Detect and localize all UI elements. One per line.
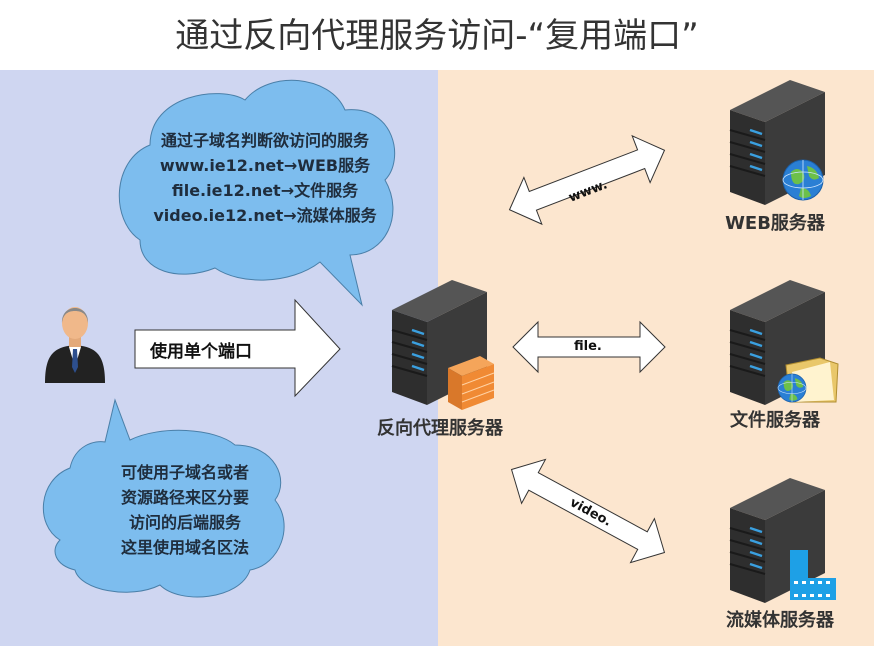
video-link-arrow: [510, 458, 666, 564]
cloud-line: 访问的后端服务: [128, 513, 241, 532]
film-strip-icon: [790, 550, 836, 600]
cloud-line: 资源路径来区分要: [120, 488, 249, 507]
cloud-line: file.ie12.net→文件服务: [171, 181, 359, 200]
file-server-label: 文件服务器: [730, 410, 820, 431]
cloud-line: www.ie12.net→WEB服务: [159, 156, 371, 175]
cloud-bottom-bubble: [42, 398, 285, 598]
cloud-line: 通过子域名判断欲访问的服务: [160, 131, 369, 150]
file-link-label: file.: [574, 339, 602, 354]
single-port-label: 使用单个端口: [150, 342, 252, 362]
cloud-top-text: 通过子域名判断欲访问的服务 www.ie12.net→WEB服务 file.ie…: [125, 128, 405, 228]
cloud-line: 这里使用域名区法: [120, 538, 249, 557]
cloud-line: 可使用子域名或者: [120, 463, 249, 482]
media-server-label: 流媒体服务器: [726, 610, 834, 631]
globe-icon: [777, 373, 807, 403]
proxy-server-label: 反向代理服务器: [377, 418, 503, 439]
cloud-line: video.ie12.net→流媒体服务: [153, 206, 377, 225]
firewall-icon: [448, 356, 495, 410]
file-link-arrow: [512, 320, 666, 374]
cloud-bottom-text: 可使用子域名或者 资源路径来区分要 访问的后端服务 这里使用域名区法: [75, 460, 295, 560]
single-port-arrow: [134, 298, 341, 398]
web-server-label: WEB服务器: [725, 213, 825, 234]
cloud-top-bubble: [118, 79, 396, 307]
globe-icon: [782, 159, 824, 201]
user-avatar: [45, 307, 105, 383]
www-link-arrow: [508, 134, 666, 226]
page-title: 通过反向代理服务访问-“复用端口”: [175, 16, 699, 56]
